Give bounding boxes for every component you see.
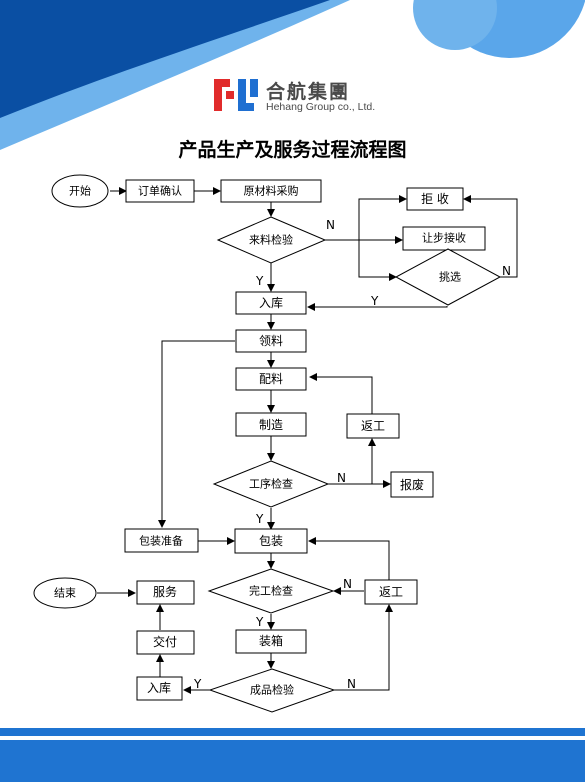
page-title: 产品生产及服务过程流程图	[178, 139, 407, 161]
node-order-confirm	[125, 179, 195, 203]
node-rework-1	[346, 413, 400, 439]
label-final-n: N	[347, 677, 356, 691]
node-manufacturing	[235, 412, 307, 437]
node-final-inspection	[208, 668, 336, 713]
label-final-y: Y	[193, 677, 202, 691]
brand-subtitle: Hehang Group co., Ltd.	[266, 101, 376, 113]
label-reject: 拒 收	[421, 192, 449, 206]
label-delivery: 交付	[153, 634, 177, 649]
edge-sorting-reject	[463, 195, 518, 278]
node-concession	[402, 226, 486, 251]
node-batching	[235, 367, 307, 391]
label-sorting: 挑选	[439, 270, 461, 284]
edge-final-rework2	[334, 604, 393, 691]
label-material-purchase: 原材料采购	[244, 184, 299, 198]
label-final-inspection: 成品检验	[250, 683, 294, 697]
label-completion-inspection: 完工检查	[249, 584, 293, 598]
label-sorting-y: Y	[370, 294, 379, 308]
node-incoming-inspection	[216, 216, 327, 264]
top-right-circle-small	[413, 0, 497, 50]
node-material-purchase	[220, 179, 322, 203]
label-warehouse-in: 入库	[259, 295, 283, 310]
bottom-band-white	[0, 736, 585, 740]
node-material-pick	[235, 329, 307, 353]
node-packing	[234, 528, 308, 554]
label-order-confirm: 订单确认	[138, 185, 182, 198]
node-rework-2	[364, 579, 418, 605]
hehang-logo-icon	[214, 79, 258, 111]
bottom-band-dark	[0, 740, 585, 782]
label-packing: 包装	[259, 534, 283, 548]
label-process-y: Y	[255, 512, 264, 526]
label-scrap: 报废	[400, 477, 424, 492]
label-concession: 让步接收	[422, 231, 466, 245]
top-left-swoosh-light	[0, 0, 350, 150]
label-completion-y: Y	[255, 615, 264, 629]
node-completion-inspection	[207, 568, 335, 614]
label-manufacturing: 制造	[259, 418, 283, 432]
label-process-n: N	[337, 471, 346, 485]
label-packing-prep: 包装准备	[139, 534, 183, 548]
label-boxing: 装箱	[259, 633, 283, 648]
edge-pick-packprep	[158, 340, 235, 528]
connector-lines	[97, 187, 518, 694]
label-rework-2: 返工	[379, 585, 403, 599]
node-process-inspection	[212, 460, 330, 508]
node-reject	[406, 187, 464, 211]
label-service: 服务	[153, 584, 177, 599]
label-incoming-y: Y	[255, 274, 264, 288]
node-warehouse-in-final	[136, 676, 183, 701]
label-sorting-n: N	[502, 264, 511, 278]
label-start: 开始	[69, 184, 91, 198]
label-incoming-inspection: 来料检验	[249, 233, 293, 247]
label-process-inspection: 工序检查	[249, 477, 293, 491]
node-boxing	[235, 629, 307, 654]
label-completion-n: N	[343, 577, 352, 591]
node-sorting	[394, 248, 502, 306]
label-rework-1: 返工	[361, 419, 385, 433]
edge-n-sorting	[358, 240, 397, 281]
bottom-band-pale	[0, 728, 585, 736]
node-packing-prep	[124, 528, 199, 553]
edge-n-reject	[358, 195, 407, 240]
label-warehouse-in-final: 入库	[147, 680, 171, 695]
node-warehouse-in	[235, 291, 307, 315]
label-material-pick: 领料	[259, 334, 283, 348]
edge-rework1-batch	[309, 373, 373, 414]
label-end: 结束	[54, 587, 76, 600]
node-delivery	[136, 630, 195, 655]
edge-sorting-warehouse	[307, 303, 448, 311]
label-batching: 配料	[259, 372, 283, 386]
node-end	[33, 577, 97, 609]
top-left-swoosh-dark	[0, 0, 340, 145]
label-incoming-n: N	[326, 218, 335, 232]
node-start	[51, 174, 109, 208]
brand-name: 合航集團	[266, 81, 351, 103]
edge-rework2-packing	[308, 537, 390, 580]
node-service	[136, 580, 195, 605]
node-scrap	[390, 471, 434, 498]
